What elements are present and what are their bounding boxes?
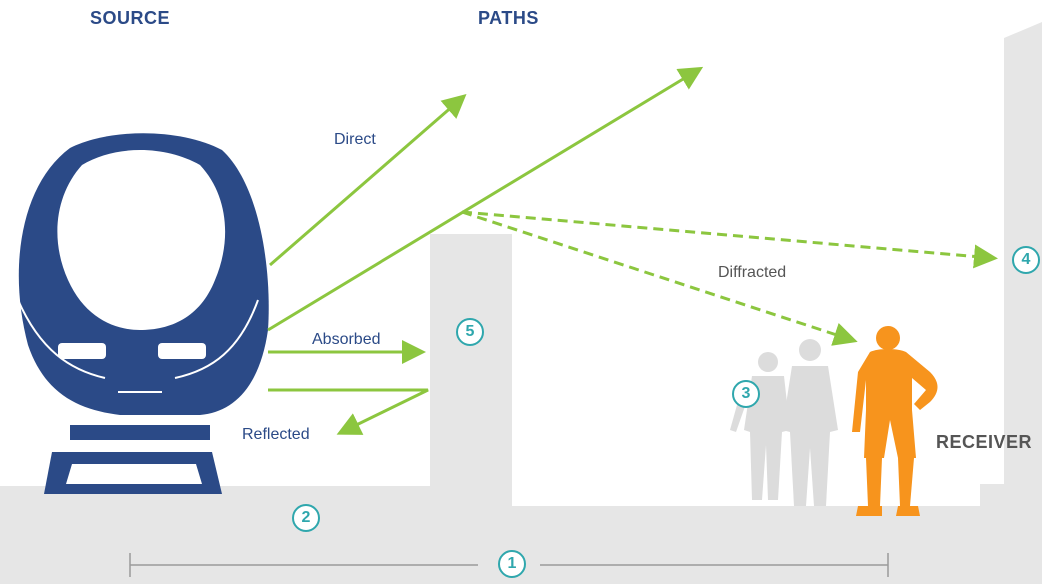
people-silhouette-icon: [730, 339, 838, 506]
diffracted-label: Diffracted: [718, 264, 787, 281]
over-barrier-path-arrow: [267, 66, 704, 332]
receiver-heading: RECEIVER: [936, 432, 1033, 452]
diffracted-path-arrow-building: [461, 210, 998, 269]
receiver-person-icon: [852, 326, 938, 516]
diffracted-path-arrow-receiver: [461, 210, 858, 346]
train-front-icon: [17, 133, 269, 494]
absorbed-label: Absorbed: [312, 331, 381, 348]
marker-2-ground: 2: [292, 504, 320, 532]
paths-heading: PATHS: [478, 8, 539, 28]
direct-label: Direct: [334, 131, 376, 148]
direct-path-arrow: [269, 94, 467, 267]
reflected-label: Reflected: [242, 426, 310, 443]
marker-4-building: 4: [1012, 246, 1040, 274]
marker-3-people: 3: [732, 380, 760, 408]
building: [980, 22, 1042, 506]
ground: [0, 486, 1042, 584]
distance-dimension-line: [129, 553, 889, 577]
noise-barrier: [430, 234, 512, 506]
reflected-path-arrow: [268, 388, 429, 435]
source-heading: SOURCE: [90, 8, 171, 28]
marker-1-distance: 1: [498, 550, 526, 578]
marker-5-barrier: 5: [456, 318, 484, 346]
